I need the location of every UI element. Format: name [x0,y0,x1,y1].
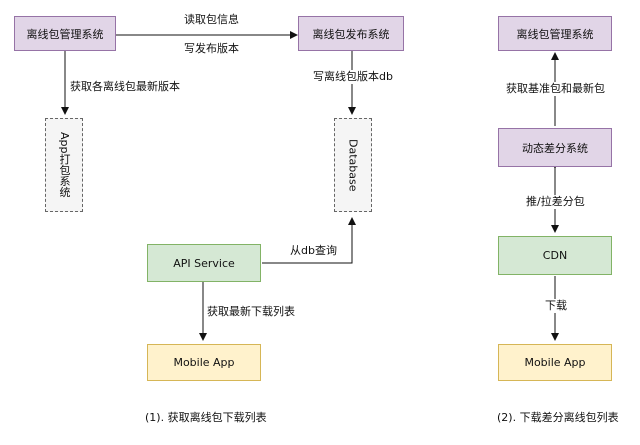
node-mobile-app-right: Mobile App [498,344,612,381]
label-fetch-download-list: 获取最新下载列表 [207,305,295,319]
node-publish-system: 离线包发布系统 [298,16,404,51]
node-mgmt-system: 离线包管理系统 [14,16,116,51]
label-download: 下载 [545,299,567,313]
label-query-from-db: 从db查询 [290,244,337,258]
node-mobile-app-left-label: Mobile App [173,356,235,369]
label-fetch-base-and-latest: 获取基准包和最新包 [506,82,605,96]
node-database-label: Database [346,138,360,192]
node-cdn-label: CDN [542,249,568,262]
caption-right: (2). 下载差分离线包列表 [497,411,619,424]
node-mgmt-system-right: 离线包管理系统 [498,16,612,51]
node-mobile-app-left: Mobile App [147,344,261,381]
node-mgmt-system-label: 离线包管理系统 [26,27,104,41]
label-write-publish-version: 写发布版本 [184,42,239,56]
node-app-pack-system: App打包系统 [45,118,83,212]
caption-left: (1). 获取离线包下载列表 [145,411,267,424]
label-push-pull-diff: 推/拉差分包 [526,195,585,209]
node-mgmt-system-right-label: 离线包管理系统 [516,27,594,41]
node-mobile-app-right-label: Mobile App [524,356,586,369]
node-database: Database [334,118,372,212]
label-write-version-db: 写离线包版本db [313,70,393,84]
node-api-service-label: API Service [173,256,235,270]
label-fetch-latest-versions: 获取各离线包最新版本 [70,80,180,94]
node-publish-system-label: 离线包发布系统 [312,27,390,41]
node-diff-system-label: 动态差分系统 [522,141,588,155]
node-cdn: CDN [498,236,612,275]
node-app-pack-system-label: App打包系统 [58,132,71,198]
node-api-service: API Service [147,244,261,282]
label-read-package-info: 读取包信息 [184,13,239,27]
node-diff-system: 动态差分系统 [498,128,612,167]
edge-api-database [262,217,356,264]
